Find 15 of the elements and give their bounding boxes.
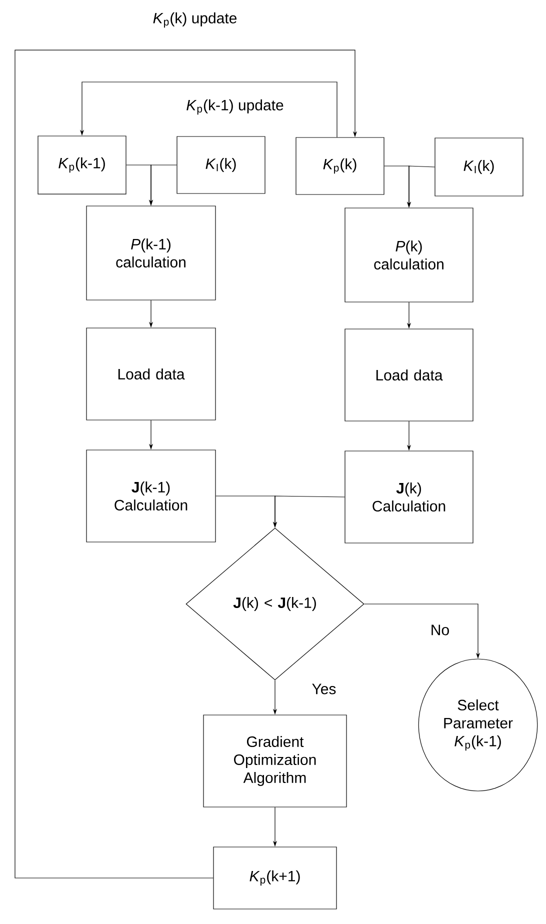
process-box: Load data [344, 328, 474, 422]
process-box: P(k) calculation [344, 208, 474, 302]
edge-label: K$_{p}$(k) update [152, 11, 238, 29]
process-box: K$_{p}$(k+1) [213, 846, 337, 910]
process-box: Load data [86, 328, 216, 420]
arrow [14, 50, 358, 878]
process-box: Gradient Optimization Algorithm [203, 714, 347, 808]
process-box: K$_{I}$(k) [434, 138, 524, 196]
process-box: K$_{p}$(k-1) [38, 136, 126, 194]
process-box: P(k-1) calculation [86, 206, 216, 300]
process-box: K$_{p}$(k) [296, 137, 384, 195]
process-box: J(k) Calculation [344, 450, 474, 544]
process-box: J(k-1) Calculation [86, 450, 216, 542]
edge-label: K$_{p}$(k-1) update [185, 98, 285, 116]
process-box: K$_{I}$(k) [176, 136, 266, 194]
